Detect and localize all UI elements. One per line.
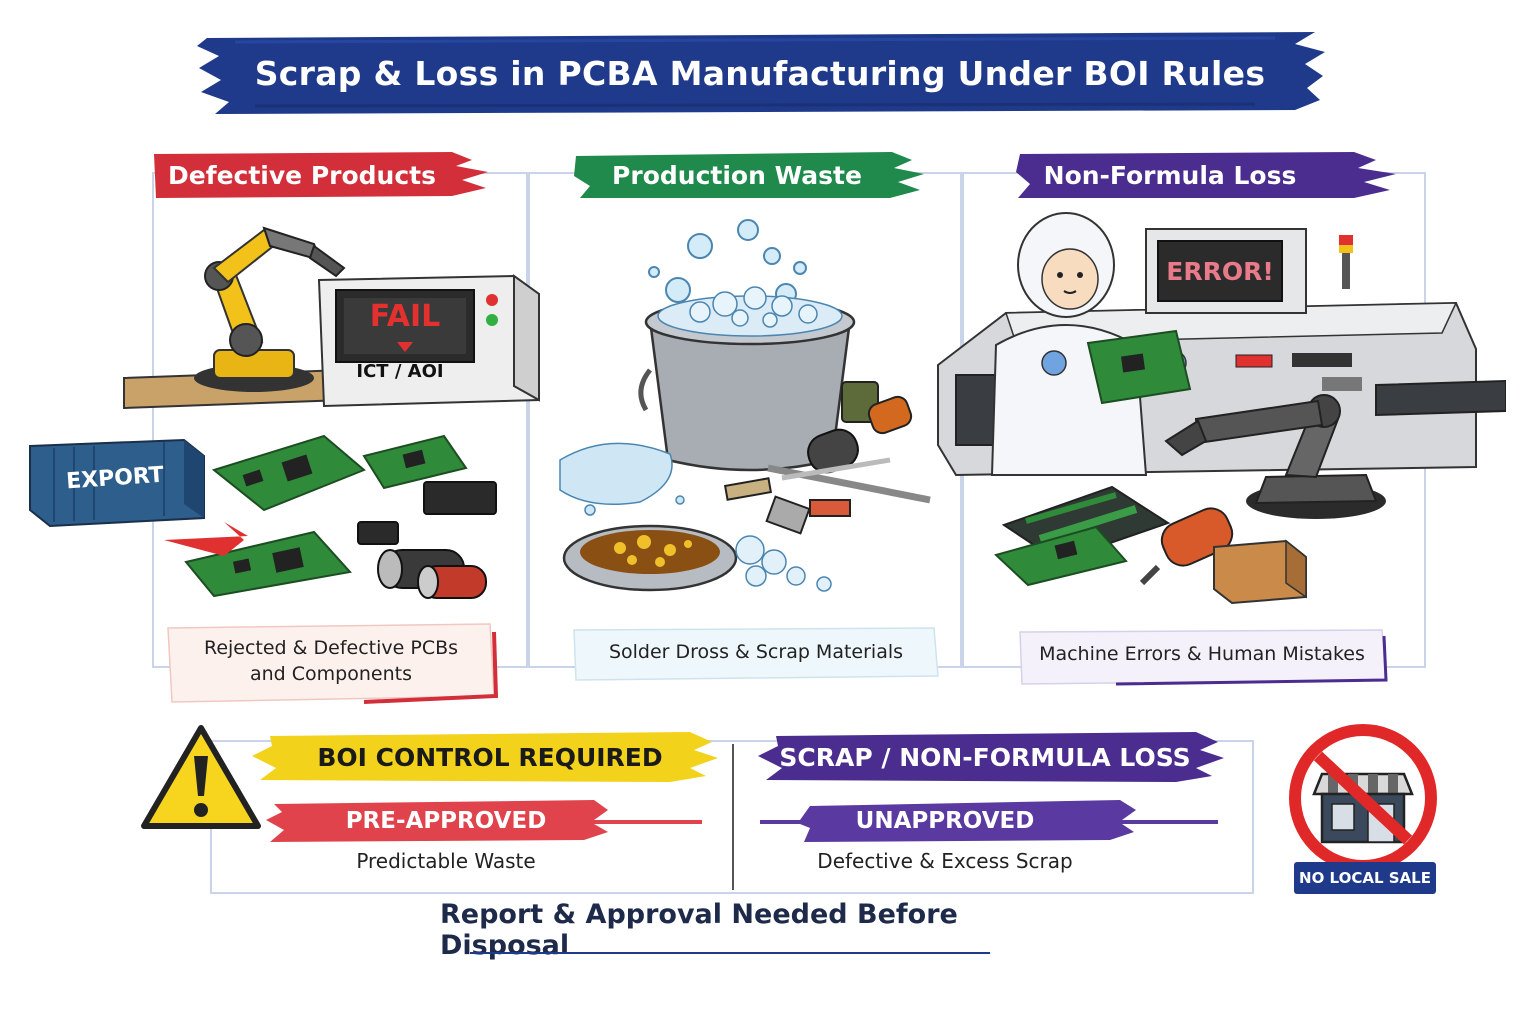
nonformula-illustration <box>937 212 1506 605</box>
no-shop-icon <box>1289 724 1437 872</box>
title-banner <box>197 32 1325 114</box>
caption-card-production <box>573 627 939 681</box>
no-local-sale-badge <box>1294 862 1436 894</box>
heading-production-waste: Production Waste <box>612 160 862 190</box>
dross-pot-icon <box>638 286 856 472</box>
boi-control-label: BOI CONTROL REQUIRED <box>317 742 663 772</box>
capacitor-icon <box>377 549 487 599</box>
footer-text: Report & Approval Needed Before Disposal <box>440 899 958 961</box>
scrap-brush <box>758 732 1224 782</box>
solder-pan-icon <box>562 524 738 592</box>
pre-approved-brush <box>266 800 702 842</box>
defective-illustration <box>29 226 540 599</box>
heading-brush-nonformula <box>1016 152 1396 198</box>
unapproved-brush <box>760 800 1218 842</box>
spill-icon <box>559 442 685 516</box>
bubble-pile-icon <box>735 535 832 592</box>
robot-arm-icon <box>194 226 346 392</box>
caption-production: Solder Dross & Scrap Materials <box>608 641 904 664</box>
heading-brush-defective <box>154 152 488 198</box>
unapproved-desc: Defective & Excess Scrap <box>817 849 1073 873</box>
chip-icon <box>357 481 497 545</box>
pre-approved-desc: Predictable Waste <box>356 849 536 873</box>
error-screen-text: ERROR! <box>1166 256 1274 286</box>
scrap-pile-icon <box>723 381 931 535</box>
pcb-icon <box>994 329 1192 587</box>
caption-card-defective <box>167 623 499 704</box>
pre-approved-label: PRE-APPROVED <box>345 808 547 834</box>
caption-defective-line1: Rejected & Defective PCBs <box>203 637 459 660</box>
caption-defective: Rejected & Defective PCBs and Components <box>168 630 494 694</box>
robot-arm-icon <box>1164 394 1386 519</box>
caption-nonformula: Machine Errors & Human Mistakes <box>1039 643 1365 666</box>
heading-brush-production <box>574 152 924 198</box>
boi-divider <box>732 744 734 890</box>
unapproved-label: UNAPPROVED <box>855 808 1035 834</box>
test-machine-icon <box>317 274 540 408</box>
page-title: Scrap & Loss in PCBA Manufacturing Under… <box>254 53 1266 93</box>
no-local-sale-label: NO LOCAL SALE <box>1299 869 1431 887</box>
footer-underline <box>470 952 990 954</box>
boi-control-brush <box>252 732 718 782</box>
production-illustration <box>559 219 931 592</box>
pcb-icon <box>164 434 468 598</box>
caption-defective-line2: and Components <box>250 663 412 685</box>
caption-card-nonformula <box>1019 629 1388 686</box>
box-icon <box>1213 539 1307 605</box>
heading-non-formula-loss: Non-Formula Loss <box>1043 160 1297 190</box>
container-icon <box>29 438 205 528</box>
heading-defective-products: Defective Products <box>167 160 436 190</box>
fail-screen-text: FAIL <box>369 298 441 334</box>
scrap-label: SCRAP / NON-FORMULA LOSS <box>779 742 1191 772</box>
warning-icon <box>141 725 261 829</box>
bubbles-icon <box>648 219 807 305</box>
machine-label: ICT / AOI <box>356 360 444 382</box>
